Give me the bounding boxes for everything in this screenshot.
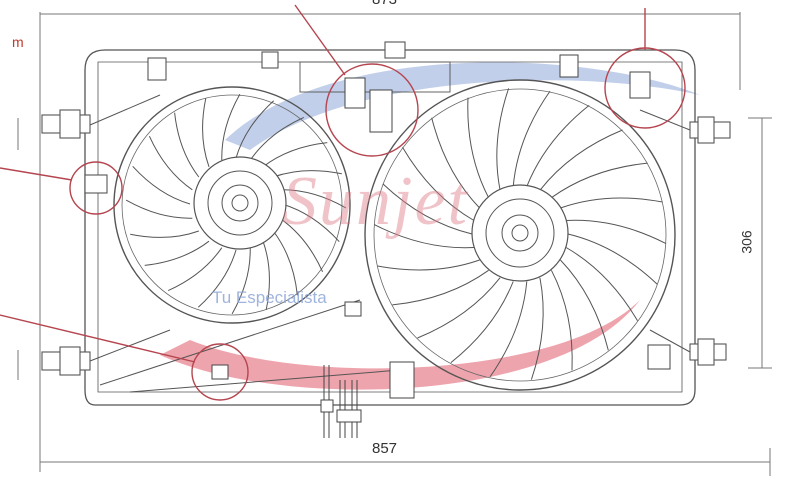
left-fan-blade <box>279 189 347 209</box>
right-fan-blade <box>565 247 638 321</box>
left-fan-blade <box>148 135 193 191</box>
left-fan-blade <box>125 199 193 219</box>
right-fan-blade <box>489 281 528 378</box>
left-fan-blade <box>197 249 237 308</box>
watermark-tagline: Tu Especialista <box>212 288 327 307</box>
wire-leads <box>320 365 362 438</box>
right-fan-blade <box>467 97 490 198</box>
right-fan <box>364 79 676 391</box>
frame-struts <box>89 94 691 393</box>
left-fan-blade <box>202 98 210 167</box>
right-fan-blade <box>551 162 648 199</box>
right-fan-blade <box>512 90 551 187</box>
mounting-tabs <box>41 41 731 376</box>
right-fan-blade <box>374 224 474 249</box>
left-fan-blade <box>231 247 251 315</box>
left-fan-blade <box>279 217 324 273</box>
right-fan-blade <box>566 219 666 244</box>
dimension-lines <box>17 12 772 476</box>
right-fan-blade <box>392 269 489 306</box>
left-fan-blade <box>249 116 305 161</box>
shroud-frame <box>84 49 696 406</box>
left-fan-blade <box>281 203 340 243</box>
left-fan-blade <box>221 93 241 161</box>
left-fan-blade <box>272 230 298 296</box>
left-fan-blade <box>273 170 342 178</box>
left-fan-blade <box>262 142 328 168</box>
margin-fragment-label: m <box>12 34 24 50</box>
top-dimension-label: 873 <box>372 0 397 8</box>
right-fan-blade <box>530 277 544 380</box>
height-dimension-label: 306 <box>738 230 755 254</box>
left-fan-blade <box>132 165 191 205</box>
right-fan-blade <box>377 259 480 271</box>
callouts <box>0 4 686 401</box>
left-fan-blade <box>262 241 270 310</box>
connectors <box>147 51 671 399</box>
watermark-brand: Sunjet <box>282 163 469 240</box>
right-fan-blade <box>539 129 623 191</box>
left-fan <box>113 86 351 324</box>
left-fan-blade <box>235 100 275 159</box>
left-fan-blade <box>167 247 223 292</box>
right-fan-blade <box>431 117 480 209</box>
right-fan-blade <box>526 105 590 187</box>
right-fan-blade <box>560 197 663 209</box>
right-fan-blade <box>382 183 473 235</box>
right-fan-blade <box>417 277 501 339</box>
right-fan-blade <box>450 281 514 363</box>
left-fan-blade <box>130 230 199 238</box>
width-dimension-label: 857 <box>372 440 398 457</box>
watermark-swoosh <box>160 62 700 390</box>
right-fan-blade <box>402 147 475 221</box>
right-fan-blade <box>560 259 609 351</box>
left-fan-blade <box>174 112 200 178</box>
right-fan-blade <box>496 88 510 191</box>
left-fan-blade <box>144 240 210 266</box>
right-fan-blade <box>550 270 573 371</box>
right-fan-blade <box>567 233 658 285</box>
